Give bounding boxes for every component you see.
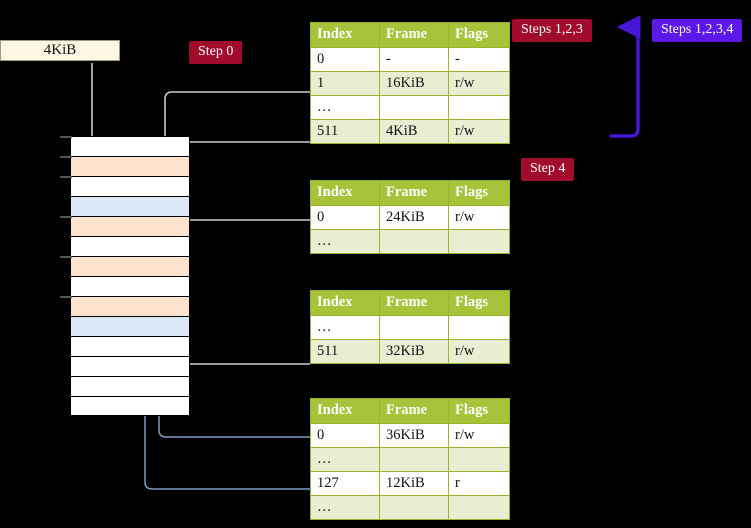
memory-tick xyxy=(60,136,72,138)
cell-flags: r/w xyxy=(448,423,510,448)
table-header-index: Index xyxy=(310,180,380,206)
cell-frame xyxy=(379,495,449,520)
table-header-frame: Frame xyxy=(379,180,449,206)
table-row: … xyxy=(310,229,510,254)
cell-index: … xyxy=(310,229,380,254)
memory-row xyxy=(70,296,190,316)
memory-tick xyxy=(60,176,72,178)
memory-tick xyxy=(60,156,72,158)
badge-steps-1234: Steps 1,2,3,4 xyxy=(652,19,743,42)
cell-index: 511 xyxy=(310,339,380,364)
memory-row xyxy=(70,256,190,276)
badge-step4-label: Step 4 xyxy=(530,161,566,176)
cell-frame xyxy=(379,95,449,120)
cell-index: 511 xyxy=(310,119,380,144)
badge-step0-label: Step 0 xyxy=(198,44,234,59)
memory-row xyxy=(70,316,190,336)
wire-pt-row127 xyxy=(140,211,310,490)
wire-pt-row0 xyxy=(154,333,310,438)
cell-index: 0 xyxy=(310,47,380,72)
frame-4kib-label: 4KiB xyxy=(43,42,77,58)
cell-index: 1 xyxy=(310,71,380,96)
table-header-flags: Flags xyxy=(448,398,510,424)
memory-row xyxy=(70,156,190,176)
cell-frame: 32KiB xyxy=(379,339,449,364)
table-header-frame: Frame xyxy=(379,398,449,424)
memory-row xyxy=(70,356,190,376)
cell-index: … xyxy=(310,315,380,340)
cell-frame: 24KiB xyxy=(379,205,449,230)
memory-row xyxy=(70,336,190,356)
memory-tick xyxy=(60,296,72,298)
badge-step0: Step 0 xyxy=(189,41,243,64)
cell-flags: r/w xyxy=(448,205,510,230)
memory-row xyxy=(70,216,190,236)
badge-steps-1234-label: Steps 1,2,3,4 xyxy=(661,22,734,37)
memory-row xyxy=(70,196,190,216)
memory-row xyxy=(70,396,190,416)
memory-row xyxy=(70,276,190,296)
cell-flags: r/w xyxy=(448,119,510,144)
table-header-flags: Flags xyxy=(448,180,510,206)
cell-frame: 12KiB xyxy=(379,471,449,496)
cell-flags xyxy=(448,229,510,254)
cell-frame: - xyxy=(379,47,449,72)
cell-frame xyxy=(379,229,449,254)
memory-tick xyxy=(60,256,72,258)
cell-flags xyxy=(448,495,510,520)
memory-row xyxy=(70,376,190,396)
cell-flags: r/w xyxy=(448,71,510,96)
table-header-flags: Flags xyxy=(448,22,510,48)
table-header-index: Index xyxy=(310,22,380,48)
cell-flags: r xyxy=(448,471,510,496)
memory-tick xyxy=(60,216,72,218)
memory-row xyxy=(70,136,190,156)
table-header-frame: Frame xyxy=(379,290,449,316)
table-row: … xyxy=(310,315,510,340)
wire-steps-loop xyxy=(610,15,641,138)
table-header-index: Index xyxy=(310,290,380,316)
cell-index: … xyxy=(310,447,380,472)
table-header-index: Index xyxy=(310,398,380,424)
cell-flags: r/w xyxy=(448,339,510,364)
wire-pml4-row1 xyxy=(160,91,310,153)
cell-frame: 4KiB xyxy=(379,119,449,144)
badge-steps-123-label: Steps 1,2,3 xyxy=(521,22,583,37)
cell-index: 0 xyxy=(310,423,380,448)
cell-flags xyxy=(448,95,510,120)
table-row: … xyxy=(310,495,510,520)
cell-index: … xyxy=(310,95,380,120)
cell-index: … xyxy=(310,495,380,520)
cell-frame xyxy=(379,447,449,472)
table-row: … xyxy=(310,95,510,120)
table-header-frame: Frame xyxy=(379,22,449,48)
cell-frame: 16KiB xyxy=(379,71,449,96)
cell-flags xyxy=(448,315,510,340)
badge-step4: Step 4 xyxy=(521,158,575,181)
memory-row xyxy=(70,176,190,196)
badge-steps-123: Steps 1,2,3 xyxy=(512,19,592,42)
cell-flags: - xyxy=(448,47,510,72)
cell-index: 0 xyxy=(310,205,380,230)
frame-4kib-box: 4KiB xyxy=(0,40,120,61)
cell-flags xyxy=(448,447,510,472)
cell-index: 127 xyxy=(310,471,380,496)
memory-row xyxy=(70,236,190,256)
cell-frame xyxy=(379,315,449,340)
table-header-flags: Flags xyxy=(448,290,510,316)
table-row: … xyxy=(310,447,510,472)
cell-frame: 36KiB xyxy=(379,423,449,448)
table-row: 0-- xyxy=(310,47,510,72)
